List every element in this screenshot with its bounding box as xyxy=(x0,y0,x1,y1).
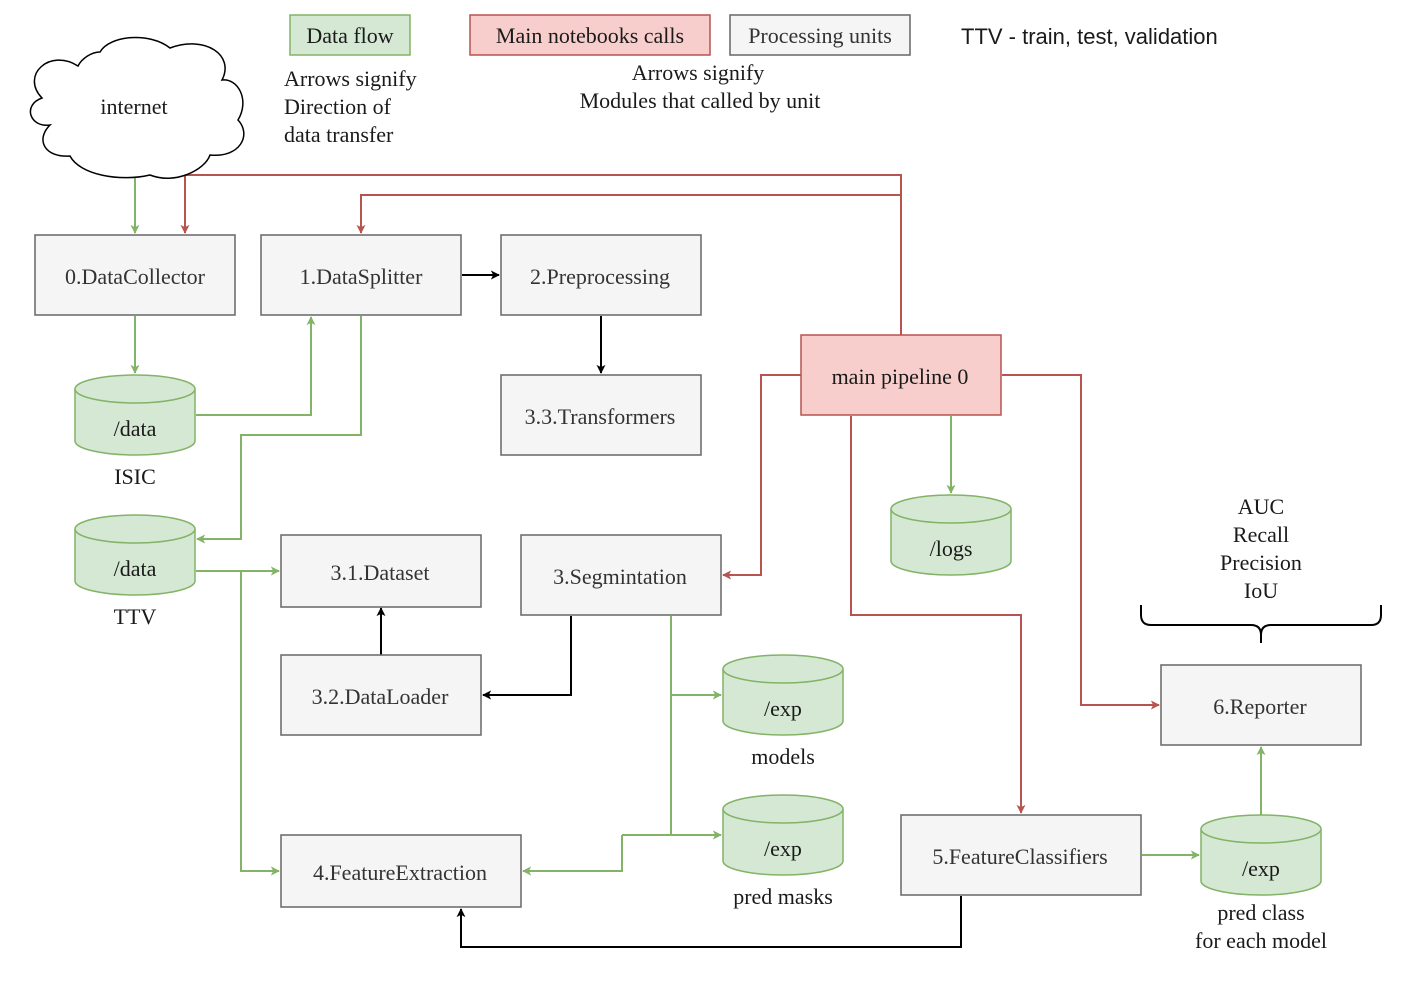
feature-extraction-label: 4.FeatureExtraction xyxy=(313,860,487,885)
legend-data-flow-box xyxy=(289,14,411,56)
legend-data-flow-label: Data flow xyxy=(306,23,393,48)
node-dataloader[interactable]: 3.2.DataLoader xyxy=(280,654,482,736)
legend-processing-units-label: Processing units xyxy=(748,23,892,48)
metric-recall: Recall xyxy=(1233,522,1289,547)
node-segmentation[interactable]: 3.Segmintation xyxy=(520,534,722,616)
metric-iou: IoU xyxy=(1244,578,1278,603)
edge-splitter-to-data-ttv xyxy=(196,316,362,544)
edge-data-isic-to-splitter xyxy=(196,316,316,416)
node-data-splitter[interactable]: 1.DataSplitter xyxy=(260,234,462,316)
metric-auc: AUC xyxy=(1238,494,1284,519)
exp-class-label: /exp xyxy=(1242,856,1280,881)
legend-main-calls-label: Main notebooks calls xyxy=(496,23,684,48)
store-exp-masks[interactable]: /exp xyxy=(722,794,844,876)
exp-masks-caption: pred masks xyxy=(733,884,833,909)
legend-data-flow-note-1: Arrows signify xyxy=(284,66,417,91)
exp-models-caption: models xyxy=(751,744,815,769)
data-ttv-caption: TTV xyxy=(114,604,157,629)
main-pipeline-label: main pipeline 0 xyxy=(832,364,969,389)
module-edges xyxy=(376,270,962,948)
legend-data-flow-note-2: Direction of xyxy=(284,94,392,119)
legend-main-calls-note-1: Arrows signify xyxy=(632,60,765,85)
dataset-label: 3.1.Dataset xyxy=(331,560,430,585)
internet-cloud: internet xyxy=(29,36,245,179)
data-isic-caption: ISIC xyxy=(114,464,156,489)
edge-segmentation-to-feature-extraction xyxy=(522,835,623,876)
metrics-list: AUC Recall Precision IoU xyxy=(1220,494,1302,603)
data-ttv-label: /data xyxy=(114,556,157,581)
legend: Data flow Main notebooks calls Processin… xyxy=(284,14,1218,147)
node-transformers[interactable]: 3.3.Transformers xyxy=(500,374,702,456)
node-main-pipeline[interactable]: main pipeline 0 xyxy=(800,334,1002,416)
edge-data-ttv-to-feature-extraction xyxy=(240,571,280,876)
node-feature-classifiers[interactable]: 5.FeatureClassifiers xyxy=(900,814,1142,896)
store-exp-models[interactable]: /exp xyxy=(722,654,844,736)
exp-masks-label: /exp xyxy=(764,836,802,861)
legend-main-calls-box xyxy=(469,14,711,56)
transformers-label: 3.3.Transformers xyxy=(525,404,676,429)
internet-label: internet xyxy=(100,94,167,119)
store-logs[interactable]: /logs xyxy=(890,494,1012,576)
logs-label: /logs xyxy=(930,536,973,561)
feature-classifiers-label: 5.FeatureClassifiers xyxy=(932,844,1107,869)
exp-class-caption-2: for each model xyxy=(1195,928,1327,953)
segmentation-label: 3.Segmintation xyxy=(553,564,687,589)
edge-pipeline-to-reporter xyxy=(1002,374,1160,710)
store-exp-class[interactable]: /exp xyxy=(1200,814,1322,896)
edge-pipeline-to-collector xyxy=(180,174,902,335)
legend-ttv-note: TTV - train, test, validation xyxy=(961,24,1218,49)
metric-precision: Precision xyxy=(1220,550,1302,575)
data-splitter-label: 1.DataSplitter xyxy=(300,264,423,289)
data-collector-label: 0.DataCollector xyxy=(65,264,206,289)
metrics-brace xyxy=(1140,605,1382,643)
node-reporter[interactable]: 6.Reporter xyxy=(1160,664,1362,746)
data-isic-label: /data xyxy=(114,416,157,441)
dataloader-label: 3.2.DataLoader xyxy=(312,684,449,709)
reporter-label: 6.Reporter xyxy=(1213,694,1307,719)
data-flow-edges xyxy=(130,176,1266,876)
edge-classifiers-to-feature-extraction xyxy=(456,896,962,948)
edge-pipeline-to-splitter xyxy=(356,194,901,234)
store-data-isic[interactable]: /data xyxy=(74,374,196,456)
edge-pipeline-to-segmentation xyxy=(722,374,801,580)
edge-pipeline-to-classifiers xyxy=(850,416,1026,814)
main-call-edges xyxy=(180,174,1160,814)
store-data-ttv[interactable]: /data xyxy=(74,514,196,596)
node-preprocessing[interactable]: 2.Preprocessing xyxy=(500,234,702,316)
node-feature-extraction[interactable]: 4.FeatureExtraction xyxy=(280,834,522,908)
node-data-collector[interactable]: 0.DataCollector xyxy=(34,234,236,316)
edge-segmentation-to-dataloader xyxy=(482,616,572,700)
preprocessing-label: 2.Preprocessing xyxy=(530,264,670,289)
legend-data-flow-note-3: data transfer xyxy=(284,122,394,147)
exp-class-caption-1: pred class xyxy=(1217,900,1304,925)
cloud-shape xyxy=(29,36,245,179)
exp-models-label: /exp xyxy=(764,696,802,721)
node-dataset[interactable]: 3.1.Dataset xyxy=(280,534,482,608)
legend-processing-units-box xyxy=(729,14,911,56)
legend-main-calls-note-2: Modules that called by unit xyxy=(580,88,821,113)
